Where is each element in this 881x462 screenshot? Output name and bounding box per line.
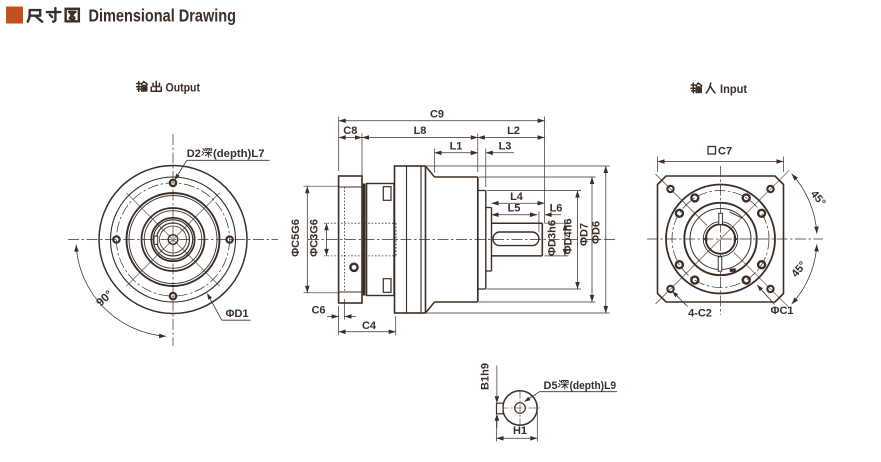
- svg-text:L8: L8: [414, 125, 427, 137]
- svg-text:B1h9: B1h9: [480, 363, 492, 390]
- svg-text:L4: L4: [510, 191, 524, 203]
- svg-text:ΦD4h6: ΦD4h6: [563, 219, 575, 255]
- svg-text:L3: L3: [499, 141, 512, 153]
- svg-text:ΦD1: ΦD1: [226, 308, 249, 320]
- svg-text:ΦC1: ΦC1: [770, 305, 793, 317]
- svg-text:D2: D2: [187, 148, 201, 160]
- svg-text:4-C2: 4-C2: [688, 308, 712, 320]
- svg-text:L1: L1: [450, 141, 463, 153]
- svg-text:ΦD6: ΦD6: [591, 221, 603, 244]
- svg-text:(depth)L9: (depth)L9: [570, 380, 617, 392]
- svg-text:ΦC5G6: ΦC5G6: [290, 219, 302, 257]
- svg-text:Dimensional Drawing: Dimensional Drawing: [89, 6, 237, 26]
- svg-text:C8: C8: [343, 125, 357, 137]
- svg-text:ΦD3h6: ΦD3h6: [547, 220, 559, 256]
- svg-text:ΦD7: ΦD7: [579, 223, 591, 246]
- svg-text:D5: D5: [544, 380, 558, 392]
- svg-text:C7: C7: [718, 146, 732, 158]
- svg-text:C6: C6: [311, 305, 325, 317]
- svg-text:C9: C9: [430, 108, 444, 120]
- svg-text:ΦC3G6: ΦC3G6: [309, 219, 321, 257]
- svg-text:(depth)L7: (depth)L7: [213, 148, 265, 160]
- svg-text:L5: L5: [508, 202, 521, 214]
- svg-text:Output: Output: [166, 81, 201, 95]
- svg-text:Input: Input: [720, 82, 747, 96]
- svg-text:L6: L6: [550, 202, 563, 214]
- svg-text:H1: H1: [513, 425, 527, 437]
- svg-text:L2: L2: [507, 125, 520, 137]
- svg-text:C4: C4: [362, 320, 377, 332]
